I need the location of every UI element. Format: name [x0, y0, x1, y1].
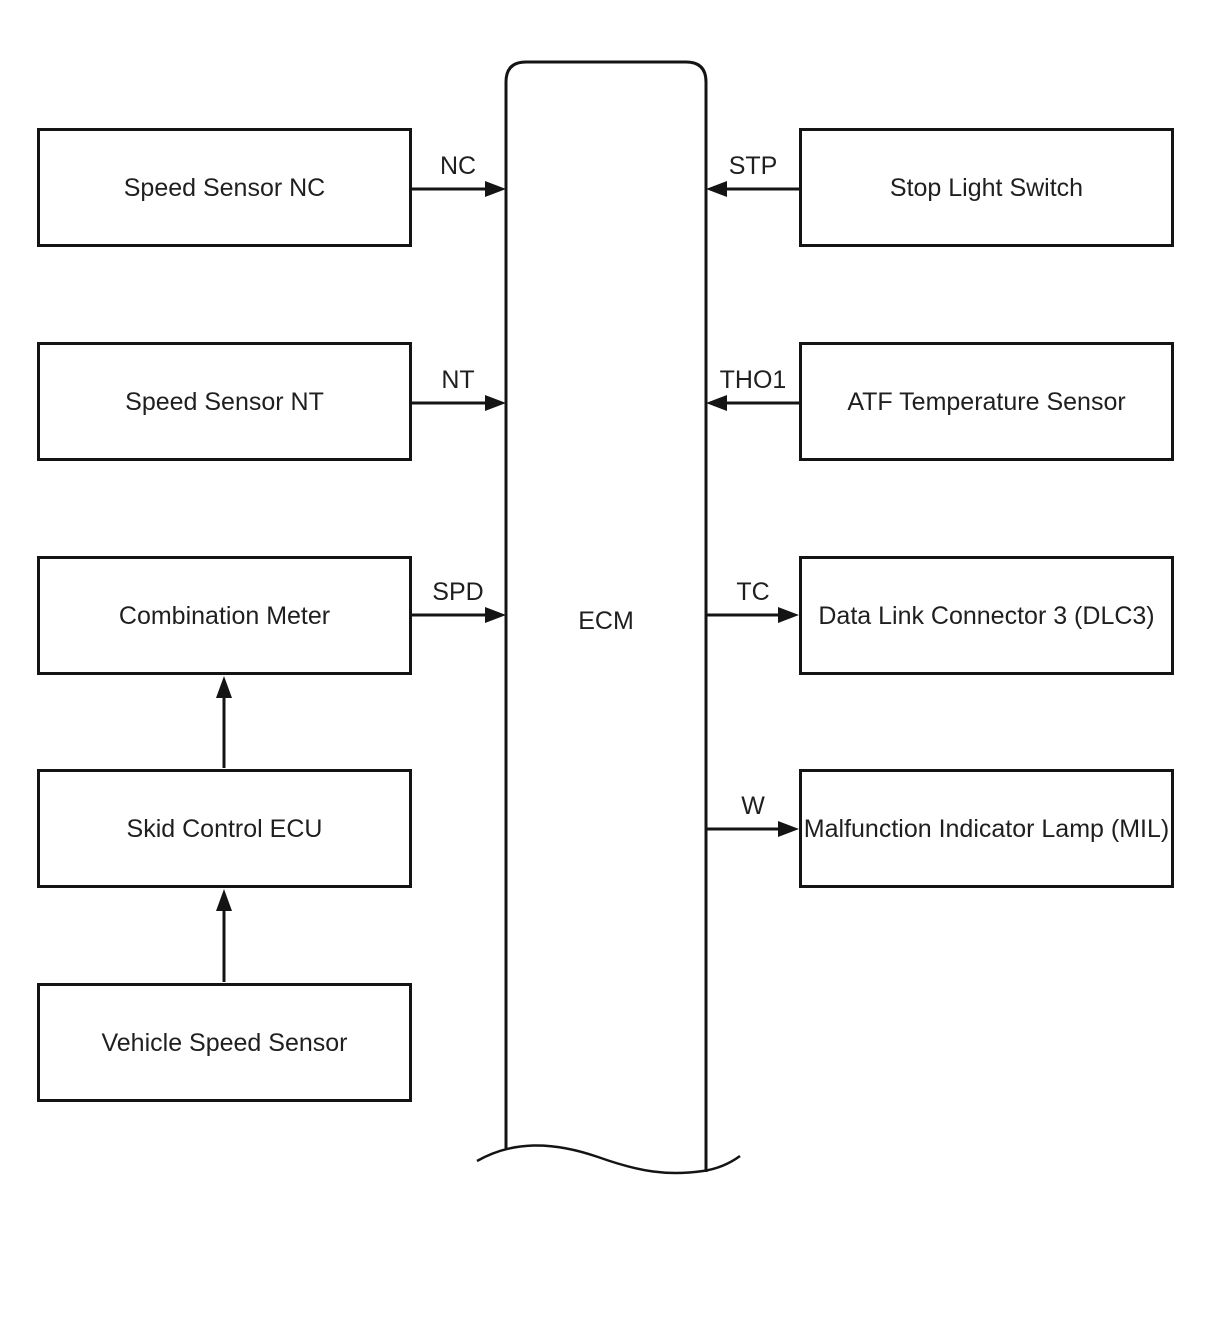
node-speed-sensor-nc-label: Speed Sensor NC	[123, 173, 326, 202]
node-atf-temperature-sensor: ATF Temperature Sensor	[799, 342, 1174, 461]
node-vehicle-speed-sensor-label: Vehicle Speed Sensor	[101, 1028, 348, 1057]
signal-label-nt: NT	[441, 366, 475, 394]
ecm-body-outline	[504, 60, 708, 1172]
wire-vss-to-skid-arrowhead	[216, 889, 232, 911]
signal-label-stp: STP	[728, 152, 778, 180]
node-skid-control-ecu: Skid Control ECU	[37, 769, 412, 888]
node-data-link-connector-3: Data Link Connector 3 (DLC3)	[799, 556, 1174, 675]
wire-nc-arrowhead	[485, 181, 506, 197]
wire-tc-arrowhead	[778, 607, 799, 623]
wire-stp-arrowhead	[706, 181, 727, 197]
ecm-label: ECM	[578, 607, 634, 635]
wire-spd-arrowhead	[485, 607, 506, 623]
signal-label-spd: SPD	[432, 578, 484, 606]
node-atf-temperature-sensor-label: ATF Temperature Sensor	[847, 387, 1126, 416]
node-speed-sensor-nt: Speed Sensor NT	[37, 342, 412, 461]
node-speed-sensor-nc: Speed Sensor NC	[37, 128, 412, 247]
node-combination-meter-label: Combination Meter	[118, 601, 331, 630]
node-malfunction-indicator-lamp: Malfunction Indicator Lamp (MIL)	[799, 769, 1174, 888]
node-combination-meter: Combination Meter	[37, 556, 412, 675]
wire-tho1-arrowhead	[706, 395, 727, 411]
wire-nt-arrowhead	[485, 395, 506, 411]
wire-w-arrowhead	[778, 821, 799, 837]
node-skid-control-ecu-label: Skid Control ECU	[126, 814, 323, 843]
signal-label-tho1: THO1	[719, 366, 787, 394]
signal-label-w: W	[741, 792, 765, 820]
node-stop-light-switch-label: Stop Light Switch	[889, 173, 1084, 202]
signal-label-tc: TC	[736, 578, 770, 606]
ecm-continuation-wave	[476, 1144, 741, 1175]
node-malfunction-indicator-lamp-label: Malfunction Indicator Lamp (MIL)	[803, 814, 1170, 843]
node-speed-sensor-nt-label: Speed Sensor NT	[125, 387, 324, 416]
node-vehicle-speed-sensor: Vehicle Speed Sensor	[37, 983, 412, 1102]
node-stop-light-switch: Stop Light Switch	[799, 128, 1174, 247]
signal-label-nc: NC	[439, 152, 477, 180]
wire-skid-to-meter-arrowhead	[216, 676, 232, 698]
node-data-link-connector-3-label: Data Link Connector 3 (DLC3)	[818, 601, 1155, 630]
